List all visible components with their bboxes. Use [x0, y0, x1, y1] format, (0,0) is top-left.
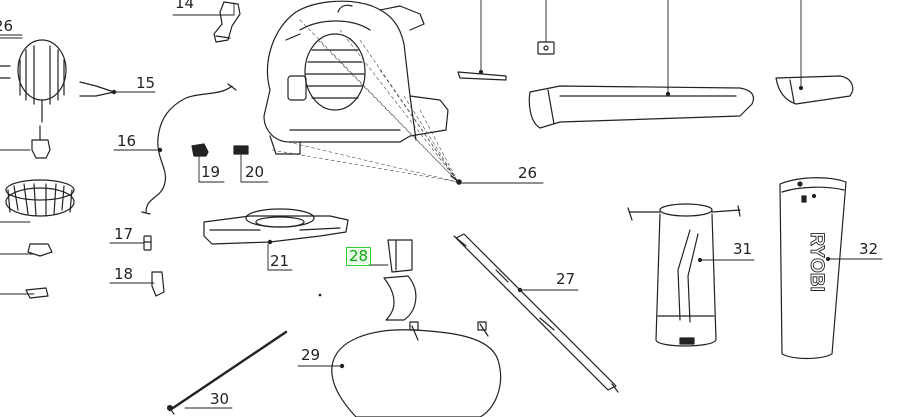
part-15-wire-terminals	[79, 81, 117, 97]
part-blower-tube	[528, 85, 755, 129]
assembly-dashed-lines	[271, 19, 459, 183]
part-28-elbow-tube	[318, 239, 417, 321]
callout-31: 31	[733, 240, 753, 258]
leader-lines	[0, 0, 883, 409]
part-14-switch	[213, 1, 241, 43]
part-top-small-connector	[457, 69, 507, 81]
callout-17: 17	[114, 225, 134, 243]
part-16-cord	[141, 83, 237, 215]
callout-29: 29	[301, 346, 321, 364]
callout-21: 21	[270, 252, 290, 270]
part-32-tube	[779, 177, 847, 360]
callout-15: 15	[136, 74, 156, 92]
callout-16: 16	[117, 132, 137, 150]
callout-30: 30	[210, 390, 230, 408]
callout-32: 32	[859, 240, 879, 258]
part-blower-body	[263, 0, 449, 155]
part-20-component	[233, 145, 249, 155]
callout-14: 14	[175, 0, 195, 12]
part-17-clip	[143, 235, 152, 251]
part-30-strap	[167, 330, 288, 415]
part-fan	[5, 179, 75, 299]
callout-26-left: 26	[0, 17, 14, 35]
part-18-clip	[151, 271, 165, 297]
part-26-screw	[450, 175, 462, 185]
part-21-intake-base	[203, 208, 349, 245]
callout-27: 27	[556, 270, 576, 288]
callout-26: 26	[518, 164, 538, 182]
part-26-motor-housing	[0, 39, 67, 159]
part-19-component	[191, 143, 209, 157]
callout-28-selected[interactable]: 28	[345, 247, 372, 266]
callout-19: 19	[201, 163, 221, 181]
callout-18: 18	[114, 265, 134, 283]
part-27-rod	[453, 233, 619, 393]
brand-logo: RYOBI	[806, 232, 827, 291]
part-top-small-clip	[537, 41, 555, 55]
part-nozzle	[775, 75, 854, 105]
callout-20: 20	[245, 163, 265, 181]
part-31-tube	[627, 203, 741, 347]
part-29-bag	[331, 321, 502, 417]
